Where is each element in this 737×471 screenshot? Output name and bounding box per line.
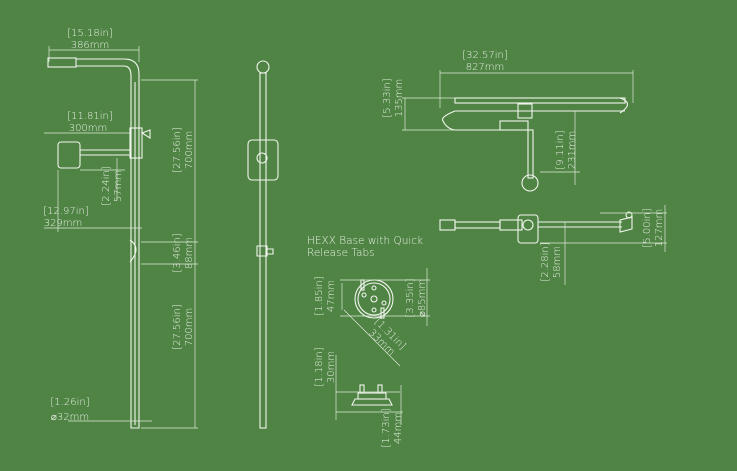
base-title-line2: Release Tabs <box>307 247 375 259</box>
coupler-mm: 88mm <box>184 237 195 269</box>
top-view: [32.57in] 827mm [5.33in]135mm [9.11in]23… <box>382 50 634 192</box>
tab-height-inch: [1.18in] <box>314 347 325 386</box>
pole-diameter-inch: [1.26in] <box>50 397 89 408</box>
side-arm-inch: [11.81in] <box>67 111 113 122</box>
depth-mm: 135mm <box>394 79 405 118</box>
tab-height-mm: 30mm <box>326 351 337 383</box>
base-height-mm: 44mm <box>393 412 404 444</box>
pole-lower-inch: [27.56in] <box>172 304 183 350</box>
folded-height-mm: 127mm <box>654 209 665 248</box>
top-grip <box>499 120 529 131</box>
drop-mm: 231mm <box>567 131 578 170</box>
base-detail: HEXX Base with Quick Release Tabs [1.85i… <box>307 235 430 448</box>
base-height-inch: [1.73in] <box>381 408 392 447</box>
side-view <box>247 60 279 429</box>
pole-lower-mm: 700mm <box>184 308 195 347</box>
side-reach-mm: 329mm <box>44 218 83 229</box>
arm-length-mm: 386mm <box>71 40 110 51</box>
width-inch: [32.57in] <box>462 50 508 61</box>
hole-spacing-inch: [1.85in] <box>314 276 325 315</box>
coupler <box>129 239 137 263</box>
pole-upper-mm: 700mm <box>184 131 195 170</box>
clamp <box>129 127 143 159</box>
diameter-mm: ⌀85mm <box>417 279 428 317</box>
side-arm-mm: 300mm <box>69 123 108 134</box>
pole-diameter-mm: ⌀32mm <box>51 412 89 423</box>
folded-view: [5.00in]127mm [2.28in]58mm <box>439 205 667 285</box>
depth-inch: [5.33in] <box>382 78 393 117</box>
offset-inch: [2.24in] <box>101 166 112 205</box>
folded-grip <box>499 219 523 231</box>
folded-offset-mm: 58mm <box>552 246 563 278</box>
diameter-inch: [3.35in] <box>405 278 416 317</box>
folded-offset-inch: [2.28in] <box>540 242 551 281</box>
width-mm: 827mm <box>466 62 505 73</box>
grip <box>47 57 77 68</box>
base-title-line1: HEXX Base with Quick <box>307 235 423 247</box>
main-pole <box>76 58 140 429</box>
side-clamp <box>247 139 279 181</box>
drop-inch: [9.11in] <box>555 130 566 169</box>
arm-length-inch: [15.18in] <box>67 28 113 39</box>
offset-mm: 57mm <box>113 170 124 202</box>
top-base <box>521 174 539 192</box>
base-side <box>351 398 393 406</box>
front-view: [15.18in] 386mm [11.81in] 300mm [12.97in… <box>43 28 198 429</box>
side-reach-inch: [12.97in] <box>43 206 89 217</box>
folded-height-inch: [5.00in] <box>642 208 653 247</box>
side-mount <box>57 141 81 169</box>
hole-spacing-mm: 47mm <box>326 280 337 312</box>
pole-upper-inch: [27.56in] <box>172 127 183 173</box>
coupler-inch: [3.46in] <box>172 233 183 272</box>
